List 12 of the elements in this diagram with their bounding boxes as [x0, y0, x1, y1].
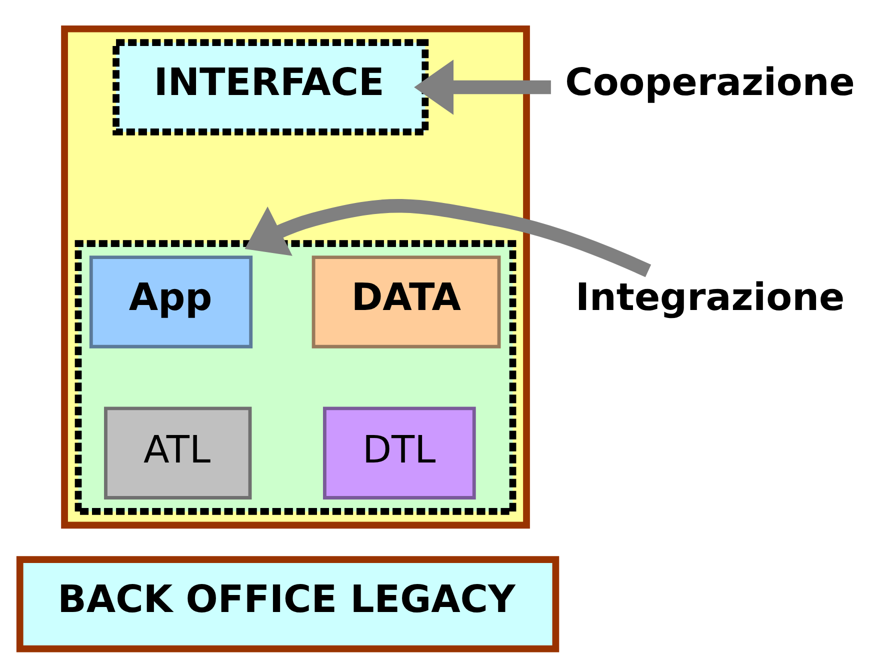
- cluster: [74, 240, 516, 515]
- node-text: Cooperazione: [564, 60, 854, 104]
- node-box: DATA: [311, 256, 500, 348]
- node-box: ATL: [104, 406, 252, 500]
- node-box: App: [88, 256, 252, 348]
- arrow: [244, 199, 651, 278]
- node-box: DTL: [322, 406, 476, 500]
- node-text: Integrazione: [574, 274, 844, 319]
- node-box: BACK OFFICE LEGACY: [16, 556, 559, 652]
- arrow: [414, 60, 550, 115]
- cluster: [60, 25, 530, 529]
- node-box: INTERFACE: [112, 39, 428, 136]
